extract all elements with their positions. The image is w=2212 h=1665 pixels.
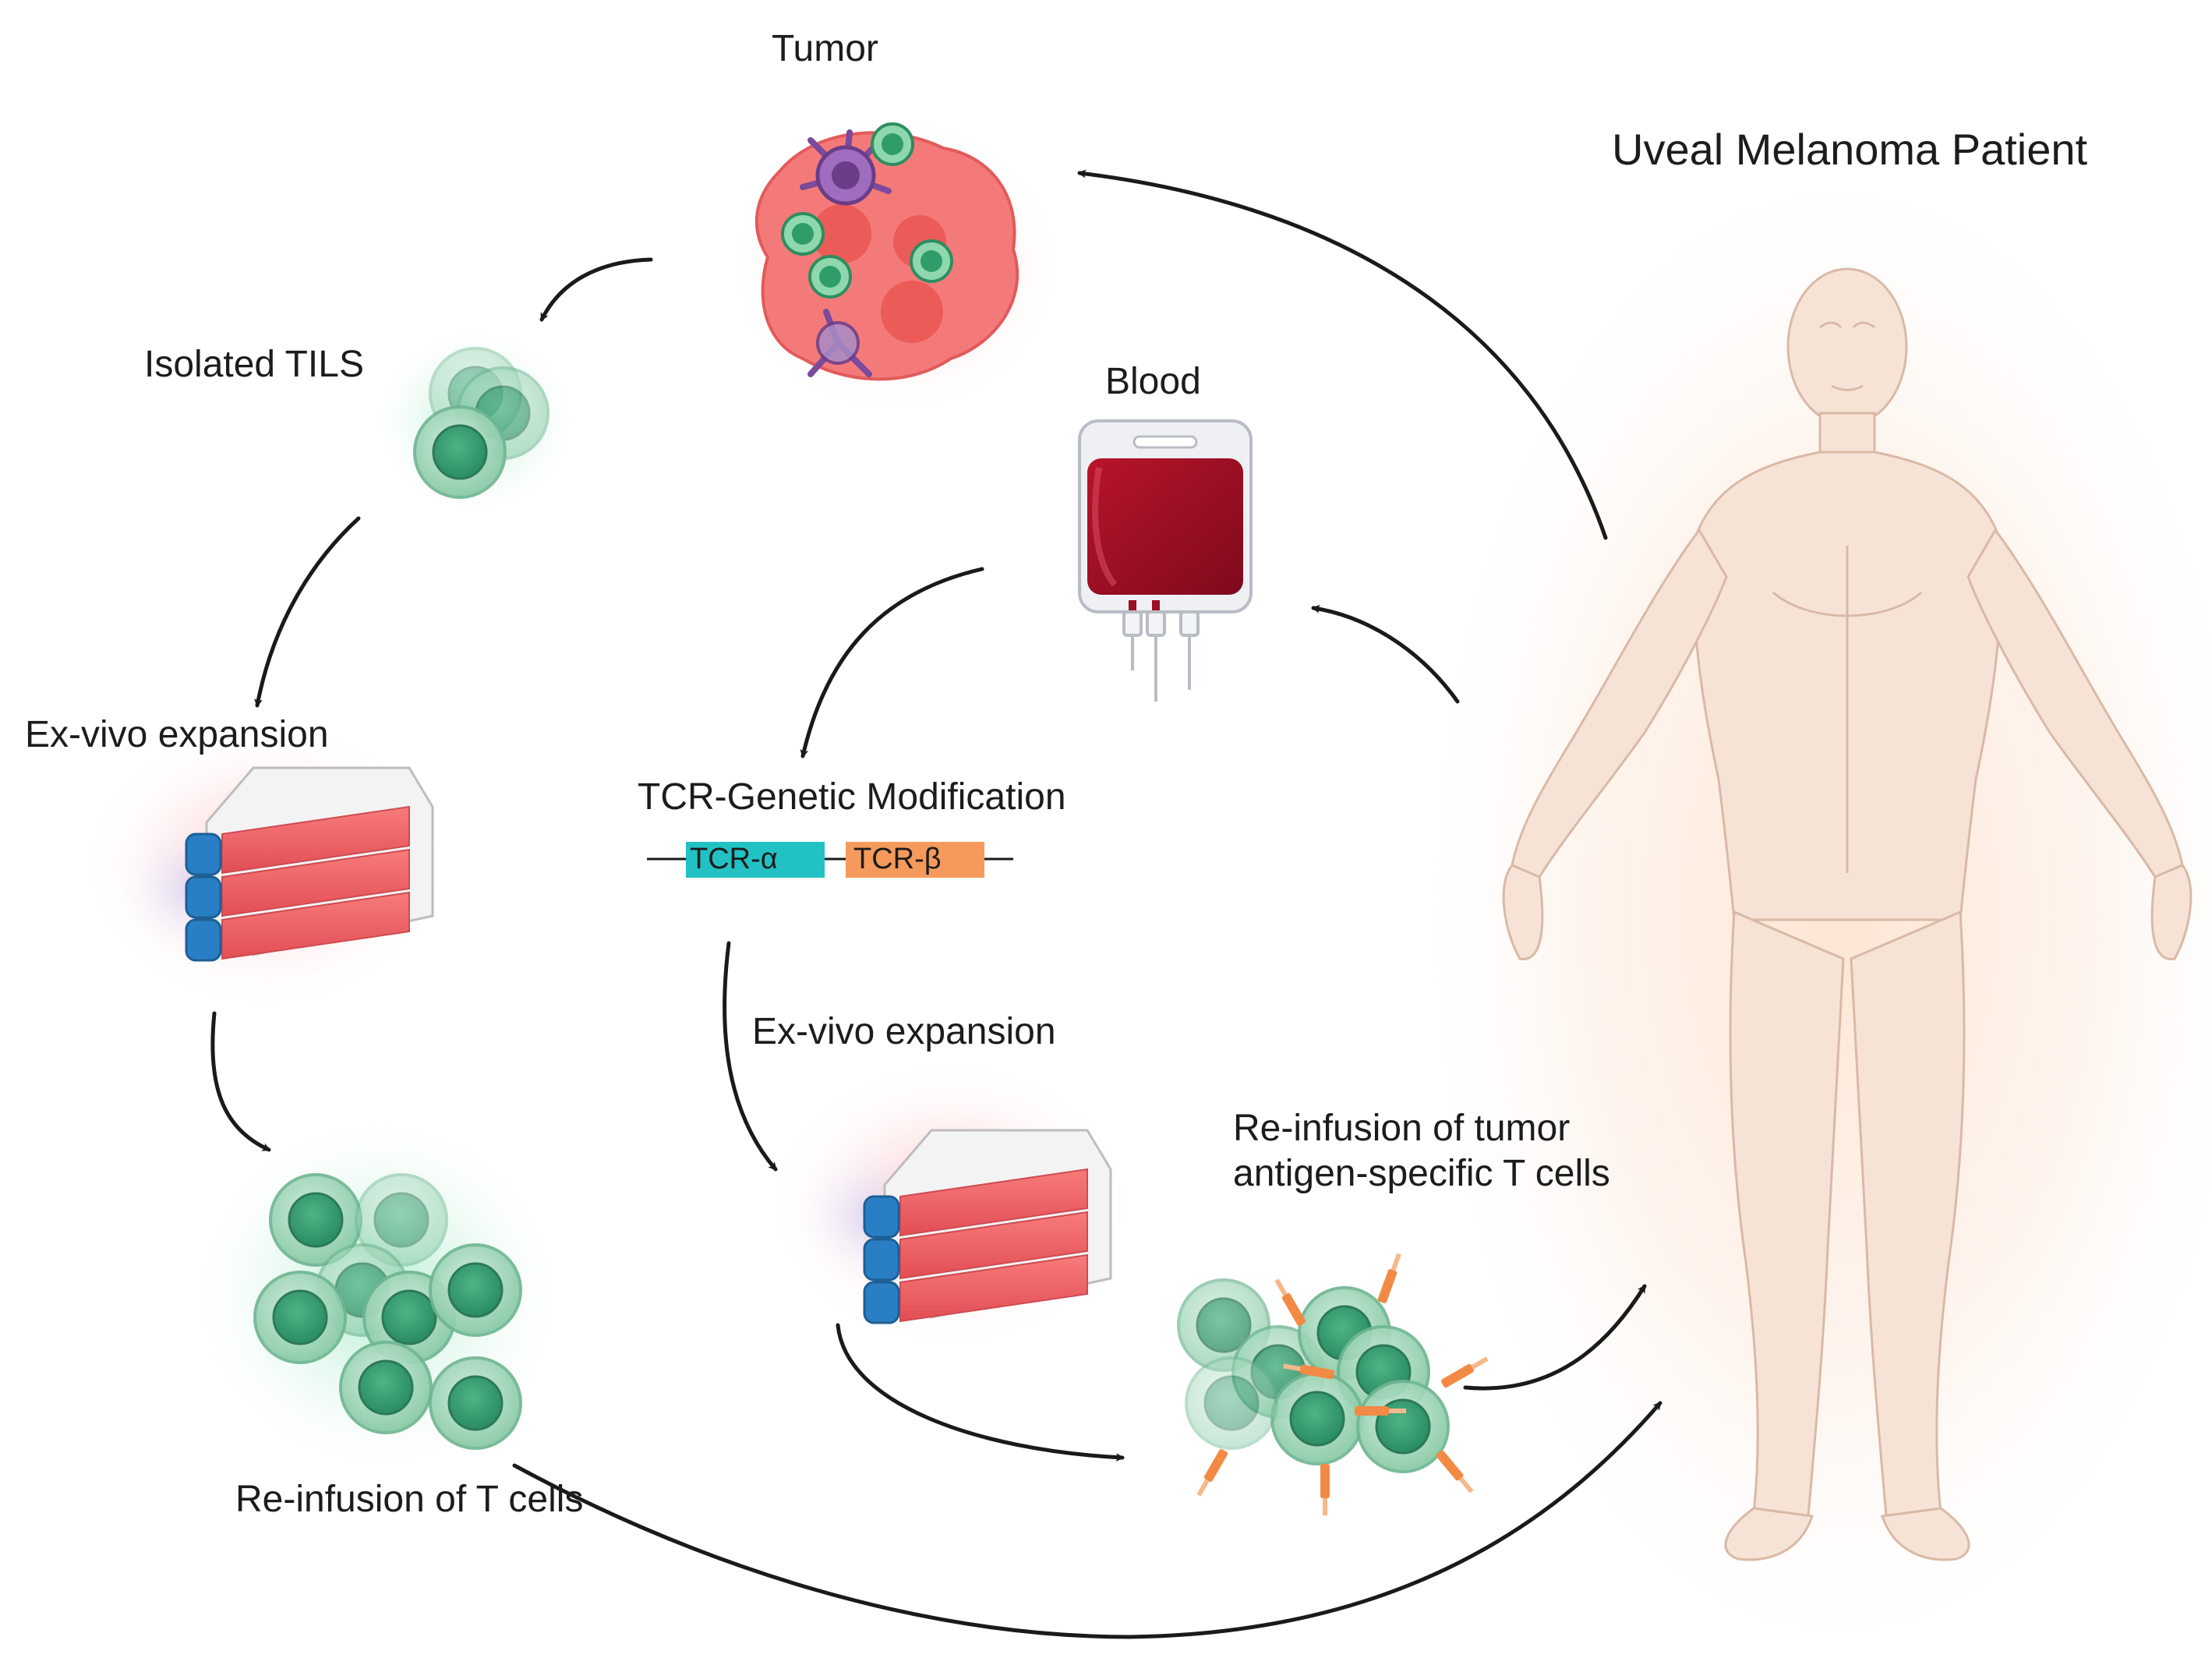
- arrow-expansion-to-tcells: [210, 1011, 271, 1152]
- tumor-label: Tumor: [772, 28, 878, 69]
- reinfusion-tcells-label: Re-infusion of T cells: [235, 1479, 584, 1520]
- isolated-tils-label: Isolated TILS: [144, 344, 364, 385]
- exvivo-expansion-center-label: Ex-vivo expansion: [752, 1011, 1056, 1052]
- reinfusion-specific-line1: Re-infusion of tumor: [1233, 1108, 1571, 1149]
- arrow-tcells-to-patient: [512, 1401, 1663, 1639]
- exvivo-expansion-left-label: Ex-vivo expansion: [25, 714, 329, 755]
- patient-label: Uveal Melanoma Patient: [1612, 125, 2088, 174]
- blood-label: Blood: [1105, 361, 1201, 402]
- tumor-illustration: [725, 109, 1068, 421]
- arrow-tils-to-expansion: [254, 516, 361, 708]
- tcr-gene-construct: TCR-α TCR-β: [647, 842, 1013, 878]
- flask-stack-center: [764, 1056, 1138, 1352]
- arrow-tumor-to-tils: [539, 257, 653, 322]
- arrow-patient-to-tumor: [1077, 169, 1608, 540]
- blood-bag-illustration: [1078, 419, 1253, 702]
- arrow-expansion-to-engineered: [836, 1323, 1125, 1462]
- tcr-alpha-label: TCR-α: [690, 843, 778, 875]
- tcr-beta-label: TCR-β: [853, 843, 942, 875]
- flask-stack-left: [78, 717, 452, 1013]
- tcell-cluster: [175, 1099, 581, 1489]
- reinfusion-specific-line2: antigen-specific T cells: [1233, 1153, 1610, 1194]
- arrow-tcr-to-expansion: [723, 941, 778, 1172]
- patient-figure: [1403, 133, 2212, 1665]
- tcr-beta-segment: [846, 842, 984, 878]
- arrow-patient-to-blood: [1311, 604, 1460, 704]
- tcr-genetic-modification-label: TCR-Genetic Modification: [638, 776, 1066, 818]
- isolated-tils-illustration: [366, 320, 585, 522]
- flow-arrows: [210, 169, 1663, 1639]
- arrow-blood-to-tcr: [800, 567, 984, 758]
- engineered-tcell-cluster: [1177, 1252, 1490, 1515]
- arrow-engineered-to-patient: [1463, 1284, 1647, 1391]
- tcr-alpha-segment: [686, 842, 825, 878]
